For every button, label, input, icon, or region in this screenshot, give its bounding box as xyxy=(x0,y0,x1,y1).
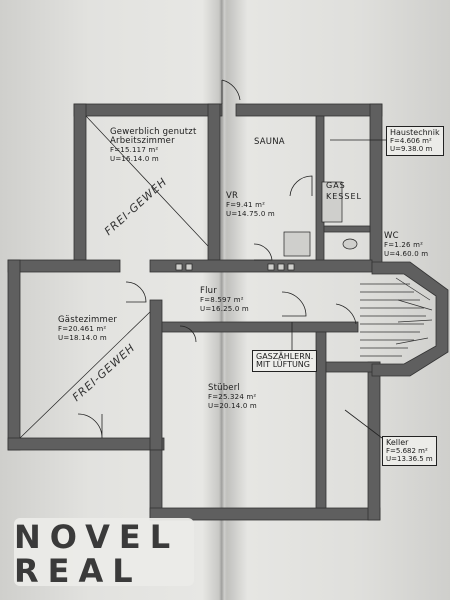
room-name: Stüberl xyxy=(208,383,240,393)
room-perimeter: U=16.14.0 m xyxy=(110,155,159,163)
fixture xyxy=(175,263,183,271)
wall xyxy=(149,299,163,451)
room-name: VR xyxy=(226,191,239,201)
room-area: F=25.324 m² xyxy=(208,393,257,401)
wall xyxy=(371,261,449,377)
gaskessel-label: GAS KESSEL xyxy=(326,180,362,202)
gaszaehlern-label: GASZÄHLERN. MIT LÜFTUNG xyxy=(252,350,318,372)
diagonal-line xyxy=(19,311,151,439)
novel-real-logo: NOVEL REAL xyxy=(14,518,194,590)
wall xyxy=(207,103,221,261)
wall xyxy=(73,103,223,117)
room-label-flur: Flur F=8.597 m² U=16.25.0 m xyxy=(200,287,249,314)
room-label-gaestezimmer: Gästezimmer F=20.461 m² U=18.14.0 m xyxy=(58,316,117,343)
room-area: F=1.26 m² xyxy=(384,241,424,249)
wall xyxy=(315,331,327,509)
fixture xyxy=(321,181,343,223)
wall xyxy=(367,361,381,521)
wall xyxy=(235,103,383,117)
room-perimeter: U=20.14.0 m xyxy=(208,402,257,410)
room-perimeter: U=13.36.5 m xyxy=(386,455,433,463)
gaszaehlern-line1: GASZÄHLERN. xyxy=(256,352,314,361)
room-name: WC xyxy=(384,231,399,241)
leader-line xyxy=(344,409,383,439)
stair-line xyxy=(395,277,433,345)
door-arc xyxy=(221,79,241,104)
room-area: F=4.606 m² xyxy=(390,137,432,145)
door-arc xyxy=(289,175,313,197)
wall xyxy=(149,259,373,273)
room-name: SAUNA xyxy=(254,137,285,147)
room-name: Keller xyxy=(386,438,409,447)
room-name: Gästezimmer xyxy=(58,315,118,325)
room-name-line2: Arbeitszimmer xyxy=(110,136,175,146)
wall xyxy=(7,437,165,451)
wall xyxy=(7,259,121,273)
room-label-haustechnik: Haustechnik F=4.606 m² U=9.38.0 m xyxy=(386,126,444,156)
wall xyxy=(369,103,383,265)
gaskessel-line2: KESSEL xyxy=(326,192,362,201)
room-perimeter: U=16.25.0 m xyxy=(200,305,249,313)
room-name: Haustechnik xyxy=(390,128,440,137)
stair-line xyxy=(360,283,426,357)
logo-word-bottom: REAL xyxy=(14,552,142,590)
room-perimeter: U=4.60.0 m xyxy=(384,250,429,258)
room-label-keller: Keller F=5.682 m² U=13.36.5 m xyxy=(382,436,437,466)
room-area: F=5.682 m² xyxy=(386,447,428,455)
room-label-stueberl: Stüberl F=25.324 m² U=20.14.0 m xyxy=(208,384,257,411)
wall xyxy=(161,321,359,333)
door-arc xyxy=(253,243,273,261)
room-name: Flur xyxy=(200,286,217,296)
gaszaehlern-line2: MIT LÜFTUNG xyxy=(256,360,310,369)
room-perimeter: U=14.75.0 m xyxy=(226,210,275,218)
room-perimeter: U=9.38.0 m xyxy=(390,145,433,153)
diagonal-line xyxy=(85,115,209,247)
room-label-wc: WC F=1.26 m² U=4.60.0 m xyxy=(384,232,428,259)
room-area: F=8.597 m² xyxy=(200,296,244,304)
wall xyxy=(7,259,21,451)
door-arc xyxy=(281,291,307,317)
wc-bowl xyxy=(342,238,358,250)
door-arc xyxy=(335,303,357,325)
fixture xyxy=(283,231,311,257)
room-label-sauna: SAUNA xyxy=(254,138,285,147)
fixture xyxy=(287,263,295,271)
fixture xyxy=(267,263,275,271)
logo-word-top: NOVEL xyxy=(14,518,180,556)
fixture xyxy=(185,263,193,271)
room-area: F=20.461 m² xyxy=(58,325,107,333)
door-arc xyxy=(179,325,197,343)
wall xyxy=(73,103,87,261)
door-arc xyxy=(77,413,103,439)
paper-fold xyxy=(219,0,227,600)
room-name-line1: Gewerblich genutzt xyxy=(110,127,197,137)
door-arc xyxy=(125,281,147,303)
gaskessel-line1: GAS xyxy=(326,181,346,190)
wall xyxy=(323,225,371,233)
room-label-arbeitszimmer: Gewerblich genutzt Arbeitszimmer F=15.11… xyxy=(110,128,197,164)
room-perimeter: U=18.14.0 m xyxy=(58,334,107,342)
room-label-vr: VR F=9.41 m² U=14.75.0 m xyxy=(226,192,275,219)
room-area: F=15.117 m² xyxy=(110,146,159,154)
room-area: F=9.41 m² xyxy=(226,201,266,209)
fixture xyxy=(277,263,285,271)
